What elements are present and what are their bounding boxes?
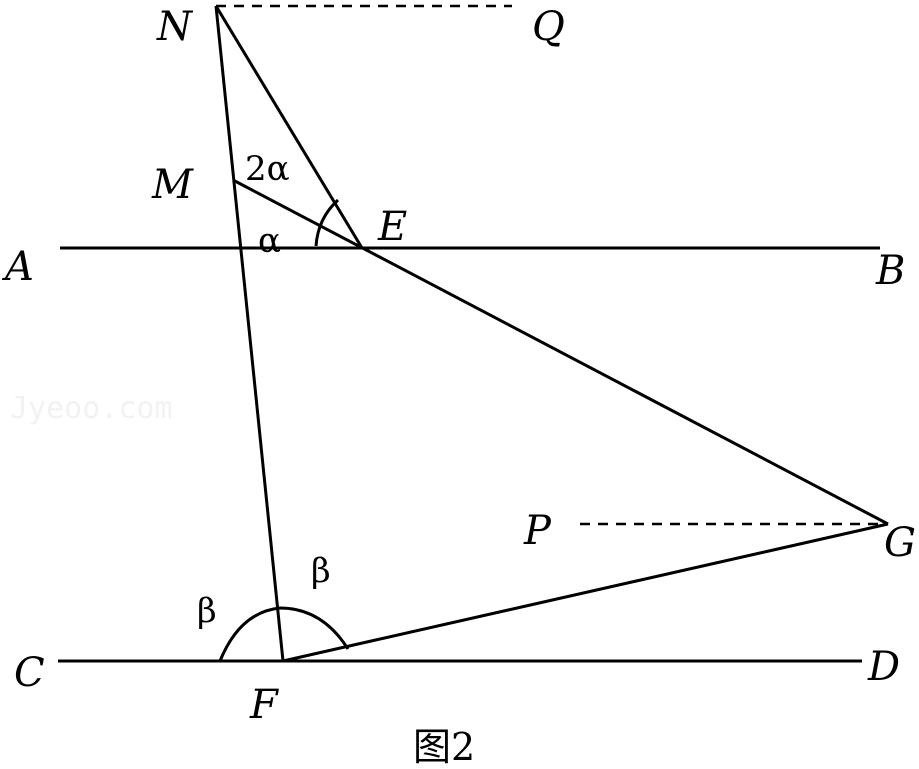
label-angle-beta-left: β bbox=[197, 591, 217, 631]
watermark: Jyeoo.com bbox=[10, 391, 173, 426]
label-point-m: M bbox=[151, 162, 194, 208]
label-angle-alpha: α bbox=[258, 221, 281, 261]
label-point-g: G bbox=[884, 520, 916, 566]
angle-arc-e bbox=[314, 198, 340, 247]
label-point-b: B bbox=[875, 248, 905, 294]
label-point-p: P bbox=[523, 508, 552, 554]
label-point-d: D bbox=[867, 644, 900, 690]
angle-arc-f bbox=[218, 606, 350, 662]
label-point-a: A bbox=[1, 244, 34, 290]
segment-fg bbox=[282, 522, 889, 663]
segment-nf bbox=[214, 5, 285, 662]
label-angle-beta-right: β bbox=[311, 551, 331, 591]
label-point-e: E bbox=[377, 204, 407, 250]
label-angle-2alpha: 2α bbox=[245, 149, 290, 189]
label-point-q: Q bbox=[532, 4, 565, 50]
label-point-c: C bbox=[14, 650, 45, 696]
segment-mg bbox=[232, 178, 889, 526]
label-point-f: F bbox=[249, 682, 279, 728]
figure-caption: 图2 bbox=[413, 725, 475, 769]
segment-ne bbox=[214, 5, 364, 249]
label-point-n: N bbox=[156, 4, 194, 50]
